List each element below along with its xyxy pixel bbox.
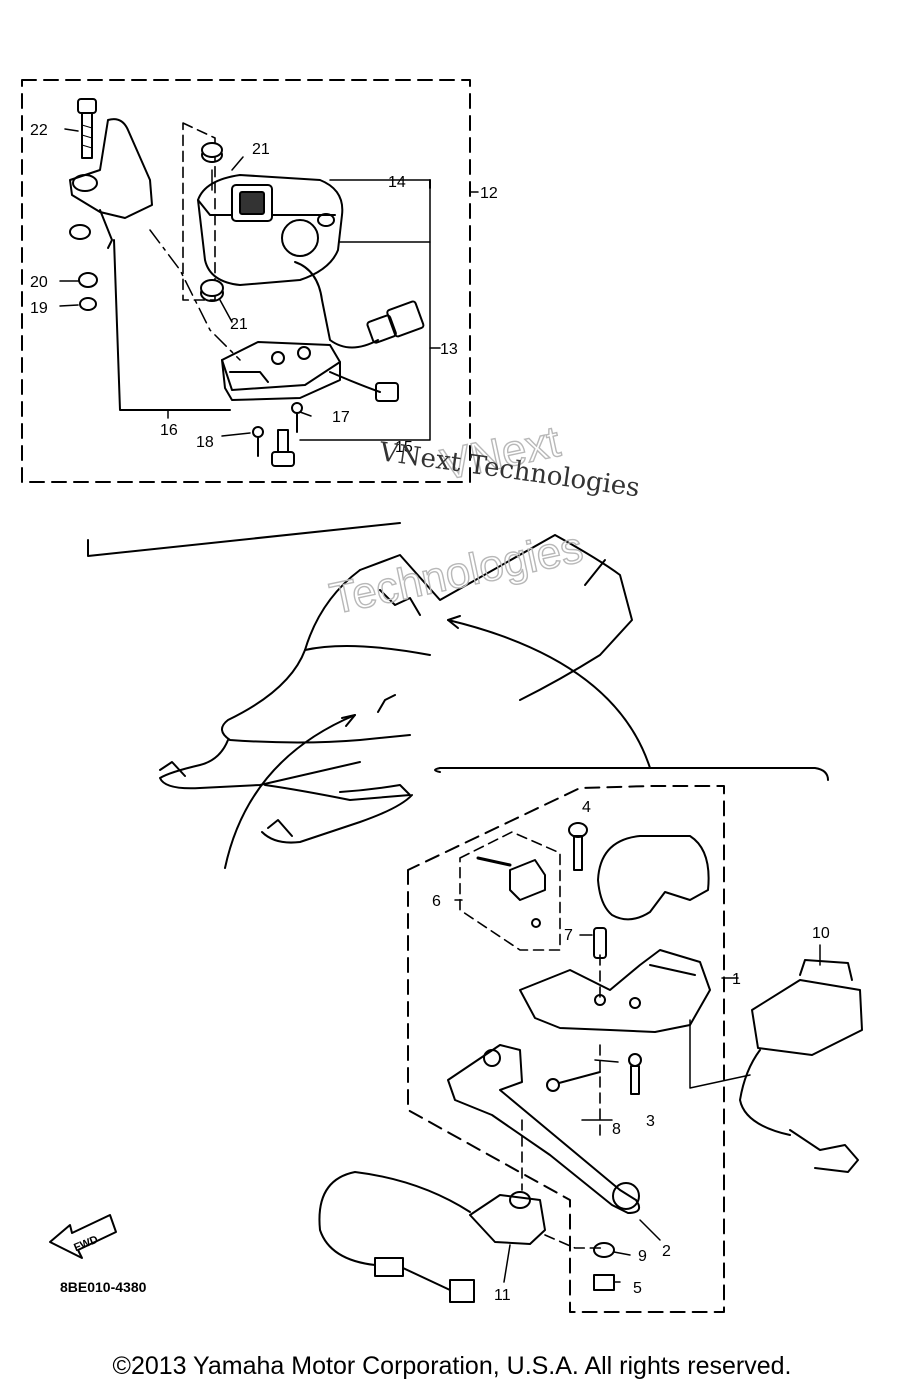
snowmobile-outline [87,522,633,844]
callout-12: 12 [480,185,498,202]
watermark-outline-line2: Technologies [326,523,587,624]
pin-7 [593,927,607,959]
part-code: 8BE010-4380 [60,1279,147,1295]
watermark: VNext Technologies VNext Technologies [325,416,642,624]
nut-21-lower [200,279,224,302]
callout-11: 11 [494,1287,511,1304]
callout-8: 8 [612,1121,621,1138]
callout-15: 15 [395,439,413,456]
callout-10: 10 [812,925,830,942]
nut-5 [593,1274,615,1291]
callout-16: 16 [160,422,178,439]
nut-21-upper [201,142,223,191]
arrow-upper [447,619,651,769]
callout-13: 13 [440,341,458,358]
part-6-block [476,856,546,928]
callout-18: 18 [196,434,214,451]
switch-10 [739,959,863,1173]
callout-20: 20 [30,274,48,291]
bolt-8 [546,1071,601,1092]
screw-4 [568,822,588,871]
screw-17 [291,402,303,433]
assembly-box-12 [21,79,471,483]
switch-11 [318,1171,546,1303]
callout-1: 1 [732,971,741,988]
callout-3: 3 [646,1113,655,1130]
callout-4: 4 [582,799,591,816]
exploded-view-drawing: 22 21 14 12 20 19 21 13 17 16 18 15 4 6 … [21,79,863,1313]
assembly-box-6 [459,831,561,951]
callout-22: 22 [30,122,48,139]
callout-21-lower: 21 [230,316,248,333]
callout-6: 6 [432,893,441,910]
callout-7: 7 [564,927,573,944]
washer-9 [593,1242,615,1258]
fwd-label: FWD [72,1234,100,1255]
mounting-bracket [69,118,153,219]
bolt-22 [77,98,97,159]
arrow-lower [224,714,356,869]
relay-box-14 [197,174,344,286]
callout-2: 2 [662,1243,671,1260]
screw-3 [628,1053,642,1095]
brake-lever-2 [447,1044,641,1214]
grommet [69,224,91,240]
lever-holder-1 [519,949,711,1033]
connector-small [375,382,399,402]
grip-cover [597,835,710,921]
module-16 [221,341,341,401]
assembly-box-1 [407,785,725,1313]
washer-19 [79,297,97,311]
callout-14: 14 [388,174,406,191]
callout-19: 19 [30,300,48,317]
connector-plug [366,300,425,344]
callout-17: 17 [332,409,350,426]
copyright-notice: ©2013 Yamaha Motor Corporation, U.S.A. A… [112,1352,792,1380]
fwd-arrow-icon [49,1214,117,1259]
callout-5: 5 [633,1280,642,1297]
nut-20 [78,272,98,288]
callout-9: 9 [638,1248,647,1265]
screw-18 [252,426,264,457]
callout-21-upper: 21 [252,141,270,158]
screw-15 [271,429,295,467]
